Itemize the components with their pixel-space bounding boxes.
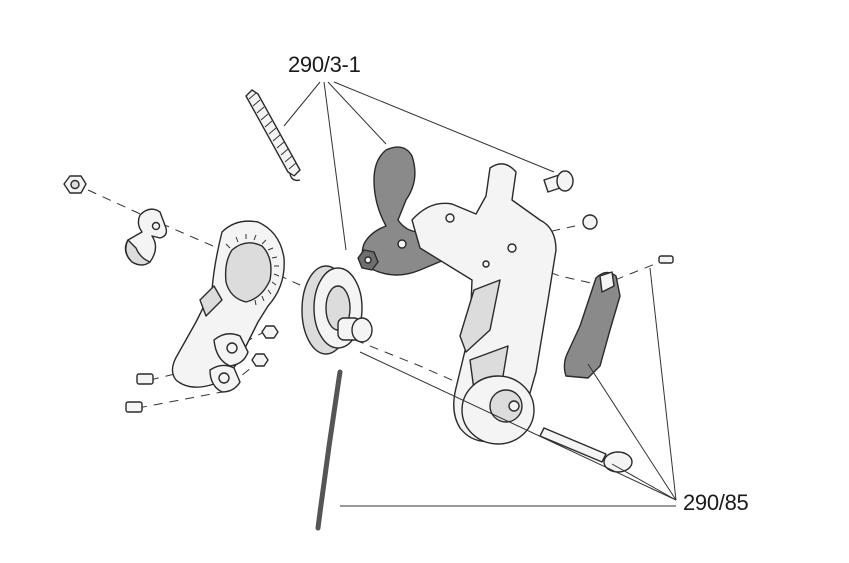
callout-label-bottom: 290/85 xyxy=(683,490,749,515)
callout-leader-lines-top xyxy=(283,81,555,251)
gear-housing xyxy=(171,220,285,393)
clip-bracket xyxy=(124,208,168,266)
screws xyxy=(125,325,279,413)
callout-leader-lines-bottom xyxy=(340,267,677,507)
hex-nut xyxy=(63,175,87,194)
shoulder-bolt xyxy=(543,170,574,193)
callout-label-top: 290/3-1 xyxy=(288,52,361,77)
side-lever xyxy=(563,271,621,379)
main-handle-body xyxy=(411,163,557,445)
tension-spring xyxy=(245,89,301,182)
long-bolt xyxy=(539,427,633,473)
pin xyxy=(658,255,674,264)
pulley-roller xyxy=(301,265,373,355)
small-screw xyxy=(582,214,598,230)
cable xyxy=(315,369,343,531)
